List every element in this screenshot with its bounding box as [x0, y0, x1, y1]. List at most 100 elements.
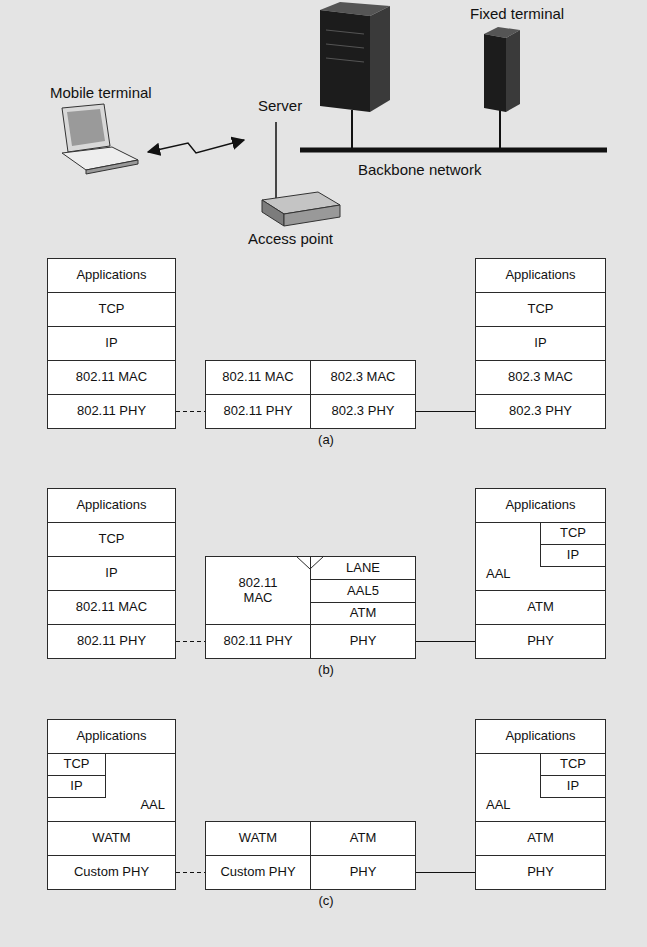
layer-label: IP — [534, 336, 546, 351]
layer-label: 802.11 MAC — [76, 370, 147, 385]
laptop-lid — [62, 104, 110, 152]
layer-label: Applications — [505, 729, 575, 744]
protocol-layer: 802.11 PHY — [205, 624, 311, 659]
protocol-layer: Applications — [475, 488, 606, 523]
layer-label: AAL — [486, 798, 511, 813]
protocol-layer: 802.11 MAC — [205, 556, 311, 625]
protocol-layer: Applications — [47, 258, 176, 293]
layer-label: AAL — [140, 798, 165, 813]
device-label: Server — [256, 97, 304, 114]
device-label: Fixed terminal — [468, 5, 566, 22]
protocol-layer: AAL5 — [310, 579, 416, 603]
protocol-layer: 802.3 PHY — [310, 394, 416, 429]
device-label: Backbone network — [356, 161, 483, 178]
wireless-link — [176, 641, 205, 642]
terminal-link — [499, 108, 501, 150]
wireless-link — [176, 872, 205, 873]
protocol-layer: WATM — [205, 821, 311, 856]
protocol-layer: IP — [540, 775, 606, 798]
protocol-layer: WATM — [47, 821, 176, 856]
layer-label: 802.11 MAC — [222, 370, 293, 385]
server-slot — [326, 44, 364, 48]
layer-label: TCP — [528, 302, 554, 317]
protocol-layer: Applications — [475, 719, 606, 754]
protocol-layer: TCP — [47, 292, 176, 327]
protocol-layer: 802.3 PHY — [475, 394, 606, 429]
layer-label: Applications — [76, 268, 146, 283]
laptop-screen — [67, 109, 105, 146]
figure-part-label: (c) — [316, 893, 335, 908]
layer-label: WATM — [92, 831, 130, 846]
layer-label: 802.3 PHY — [509, 404, 572, 419]
layer-label: TCP — [99, 302, 125, 317]
layer-label: 802.11 MAC — [230, 576, 286, 606]
antenna — [275, 122, 277, 198]
backbone-line — [300, 148, 607, 153]
notch-stroke — [310, 556, 324, 569]
wired-link — [416, 641, 475, 642]
protocol-layer: 802.11 PHY — [47, 624, 176, 659]
layer-label: PHY — [350, 634, 377, 649]
layer-label: WATM — [239, 831, 277, 846]
layer-label: 802.11 PHY — [77, 634, 146, 649]
protocol-layer: 802.11 PHY — [47, 394, 176, 429]
layer-label: TCP — [99, 532, 125, 547]
layer-label: ATM — [350, 831, 376, 846]
protocol-layer: Applications — [47, 488, 176, 523]
wireless-arrow — [148, 140, 244, 153]
protocol-layer: ATM — [475, 821, 606, 856]
terminal-front — [484, 34, 506, 112]
protocol-layer: TCP — [47, 753, 106, 776]
protocol-layer: IP — [47, 556, 176, 591]
server-link — [351, 110, 353, 150]
protocol-layer: IP — [540, 544, 606, 567]
protocol-layer: TCP — [540, 753, 606, 776]
protocol-layer: PHY — [475, 855, 606, 890]
protocol-layer: IP — [475, 326, 606, 361]
protocol-layer: Applications — [47, 719, 176, 754]
layer-label: PHY — [350, 865, 377, 880]
protocol-layer: AAL TCPIP — [47, 753, 176, 822]
protocol-layer: 802.11 MAC — [47, 360, 176, 395]
protocol-layer: 802.11 MAC — [47, 590, 176, 625]
wired-link — [416, 872, 475, 873]
layer-label: LANE — [346, 561, 380, 576]
server-front — [320, 10, 370, 112]
protocol-layer: 802.11 PHY — [205, 394, 311, 429]
protocol-layer: AAL TCP IP — [475, 753, 606, 822]
figure-part-label: (b) — [316, 662, 336, 677]
network-illustration — [0, 0, 647, 250]
protocol-layer: Applications — [475, 258, 606, 293]
layer-label: Applications — [76, 729, 146, 744]
layer-label: IP — [567, 779, 579, 794]
laptop-edge — [86, 160, 138, 174]
layer-label: ATM — [350, 606, 376, 621]
device-label: Access point — [246, 230, 335, 247]
server-slot — [326, 58, 364, 62]
layer-label: ATM — [527, 600, 553, 615]
protocol-layer: TCP — [47, 522, 176, 557]
wireless-link — [176, 411, 205, 412]
layer-label: AAL5 — [347, 584, 379, 599]
layer-label: Applications — [76, 498, 146, 513]
protocol-layer: PHY — [310, 624, 416, 659]
layer-label: PHY — [527, 865, 554, 880]
server-slot — [326, 30, 364, 34]
protocol-layer: ATM — [310, 602, 416, 625]
wired-link — [416, 411, 475, 412]
layer-label: 802.11 PHY — [77, 404, 146, 419]
layer-label: 802.3 MAC — [508, 370, 573, 385]
protocol-layer: 802.11 MAC — [205, 360, 311, 395]
layer-label: Applications — [505, 268, 575, 283]
protocol-layer: IP — [47, 775, 106, 798]
protocol-layer: LANE — [310, 556, 416, 580]
protocol-layer: TCP — [475, 292, 606, 327]
terminal-side — [506, 30, 520, 112]
protocol-layer: 802.3 MAC — [475, 360, 606, 395]
layer-label: IP — [105, 336, 117, 351]
protocol-layer: AALTCPIP — [475, 522, 606, 591]
protocol-layer: IP — [47, 326, 176, 361]
layer-label: Applications — [505, 498, 575, 513]
